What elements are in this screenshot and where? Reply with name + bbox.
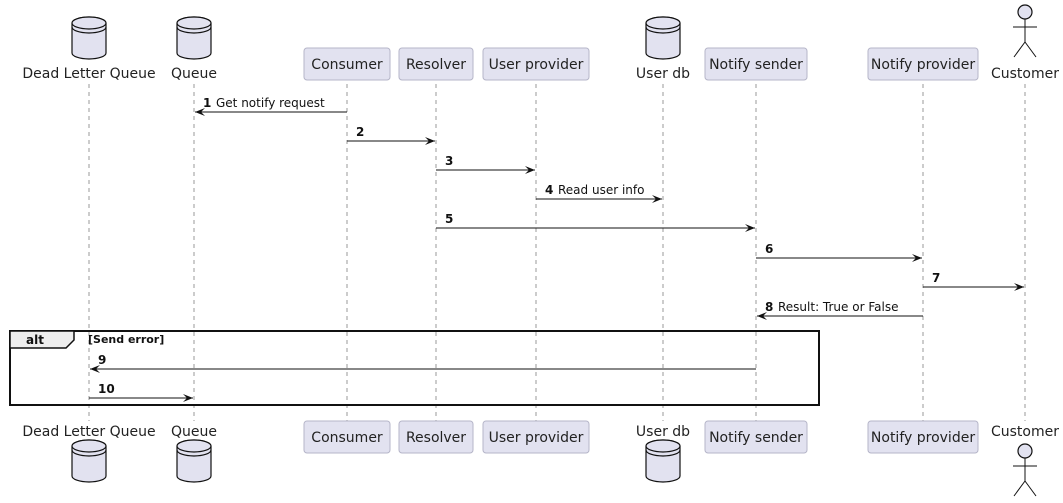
queue-top-head: Queue (171, 16, 217, 82)
arrowhead (425, 137, 435, 145)
actor-icon (1013, 4, 1037, 58)
arrowhead (1014, 283, 1024, 291)
message-number: 3 (445, 154, 453, 168)
notifyprovider-bottom-head: Notify provider (867, 420, 979, 454)
userdb-top-head: User db (636, 16, 690, 82)
customer-bottom-head: Customer (991, 424, 1059, 497)
userdb-label: User db (636, 424, 690, 440)
dlq-label: Dead Letter Queue (22, 424, 155, 440)
consumer-label: Consumer (311, 430, 383, 446)
database-icon (71, 439, 107, 483)
queue-label: Queue (171, 66, 217, 82)
alt-fragment-frame (9, 330, 820, 406)
resolver-box (398, 47, 474, 81)
dlq-bottom-head: Dead Letter Queue (22, 424, 156, 483)
consumer-bottom-head: Consumer (303, 420, 391, 454)
queue-label: Queue (171, 424, 217, 440)
message-text: Read user info (558, 183, 644, 197)
message-8: 8 Result: True or False (757, 300, 923, 320)
message-number: 2 (356, 125, 364, 139)
resolver-bottom-head: Resolver (398, 420, 474, 454)
arrowhead (195, 108, 205, 116)
message-number: 1 (203, 96, 211, 110)
message-7: 7 (923, 271, 1024, 291)
resolver-label: Resolver (406, 430, 466, 446)
message-text: Get notify request (216, 96, 325, 110)
notifyprovider-top-head: Notify provider (867, 47, 979, 81)
message-4: 4 Read user info (536, 183, 662, 203)
message-1: 1 Get notify request (195, 96, 347, 116)
notifysender-bottom-head: Notify sender (704, 420, 808, 454)
resolver-top-head: Resolver (398, 47, 474, 81)
alt-keyword: alt (26, 333, 44, 347)
database-icon (176, 16, 212, 60)
notifysender-top-head: Notify sender (704, 47, 808, 81)
arrowhead (652, 195, 662, 203)
alt-fragment-tab (9, 330, 75, 349)
resolver-label: Resolver (406, 57, 466, 73)
message-5: 5 (436, 212, 755, 232)
arrowhead (90, 365, 100, 373)
dlq-top-head: Dead Letter Queue (22, 16, 156, 82)
consumer-box (303, 420, 391, 454)
database-icon (176, 439, 212, 483)
message-9: 9 (90, 353, 756, 373)
notifysender-box (704, 47, 808, 81)
consumer-label: Consumer (311, 57, 383, 73)
actor-icon (1013, 443, 1037, 497)
customer-top-head: Customer (991, 4, 1059, 82)
userprovider-bottom-head: User provider (482, 420, 590, 454)
message-text: Result: True or False (778, 300, 898, 314)
dlq-label: Dead Letter Queue (22, 66, 155, 82)
notifysender-label: Notify sender (709, 430, 803, 446)
userprovider-box (482, 420, 590, 454)
message-number: 10 (98, 382, 115, 396)
consumer-top-head: Consumer (303, 47, 391, 81)
message-number: 9 (98, 353, 106, 367)
arrowhead (745, 224, 755, 232)
message-10: 10 (89, 382, 193, 402)
notifyprovider-label: Notify provider (871, 57, 975, 73)
userprovider-top-head: User provider (482, 47, 590, 81)
message-number: 5 (445, 212, 453, 226)
database-icon (645, 16, 681, 60)
alt-guard-label: [Send error] (88, 333, 164, 346)
notifysender-label: Notify sender (709, 57, 803, 73)
userprovider-label: User provider (489, 430, 584, 446)
userdb-label: User db (636, 66, 690, 82)
userprovider-box (482, 47, 590, 81)
message-number: 4 (545, 183, 553, 197)
message-number: 8 (765, 300, 773, 314)
userdb-bottom-head: User db (636, 424, 690, 483)
message-number: 6 (765, 242, 773, 256)
arrowhead (183, 394, 193, 402)
message-2: 2 (347, 125, 435, 145)
arrowhead (525, 166, 535, 174)
message-number: 7 (932, 271, 940, 285)
database-icon (645, 439, 681, 483)
notifyprovider-label: Notify provider (871, 430, 975, 446)
arrowhead (912, 254, 922, 262)
userprovider-label: User provider (489, 57, 584, 73)
notifyprovider-box (867, 47, 979, 81)
message-6: 6 (756, 242, 922, 262)
customer-label: Customer (991, 66, 1059, 82)
notifysender-box (704, 420, 808, 454)
database-icon (71, 16, 107, 60)
resolver-box (398, 420, 474, 454)
customer-label: Customer (991, 424, 1059, 440)
queue-bottom-head: Queue (171, 424, 217, 483)
message-3: 3 (436, 154, 535, 174)
consumer-box (303, 47, 391, 81)
notifyprovider-box (867, 420, 979, 454)
arrowhead (757, 312, 767, 320)
